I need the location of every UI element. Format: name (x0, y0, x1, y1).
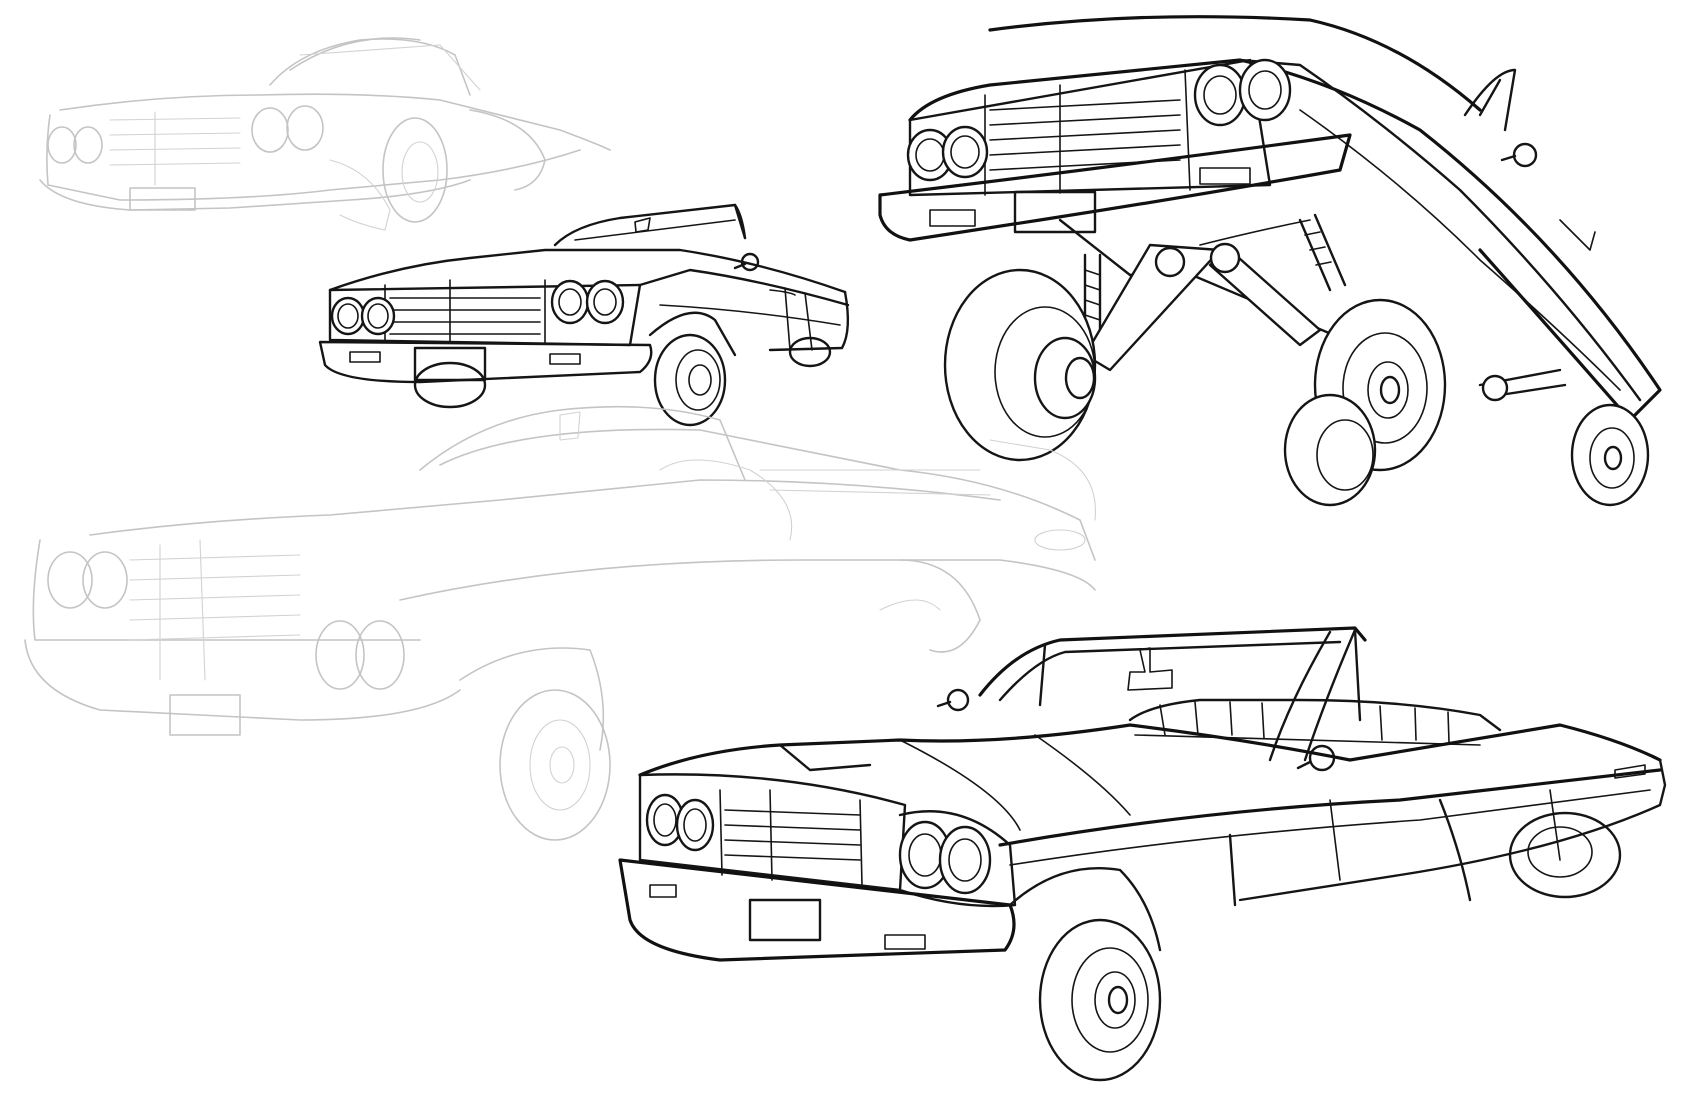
car-hopping (878, 15, 1662, 507)
car-large-convertible (618, 626, 1667, 1082)
car-small-front (318, 203, 850, 427)
sketch-top-left (39, 37, 611, 231)
sketch-large (24, 405, 1096, 841)
